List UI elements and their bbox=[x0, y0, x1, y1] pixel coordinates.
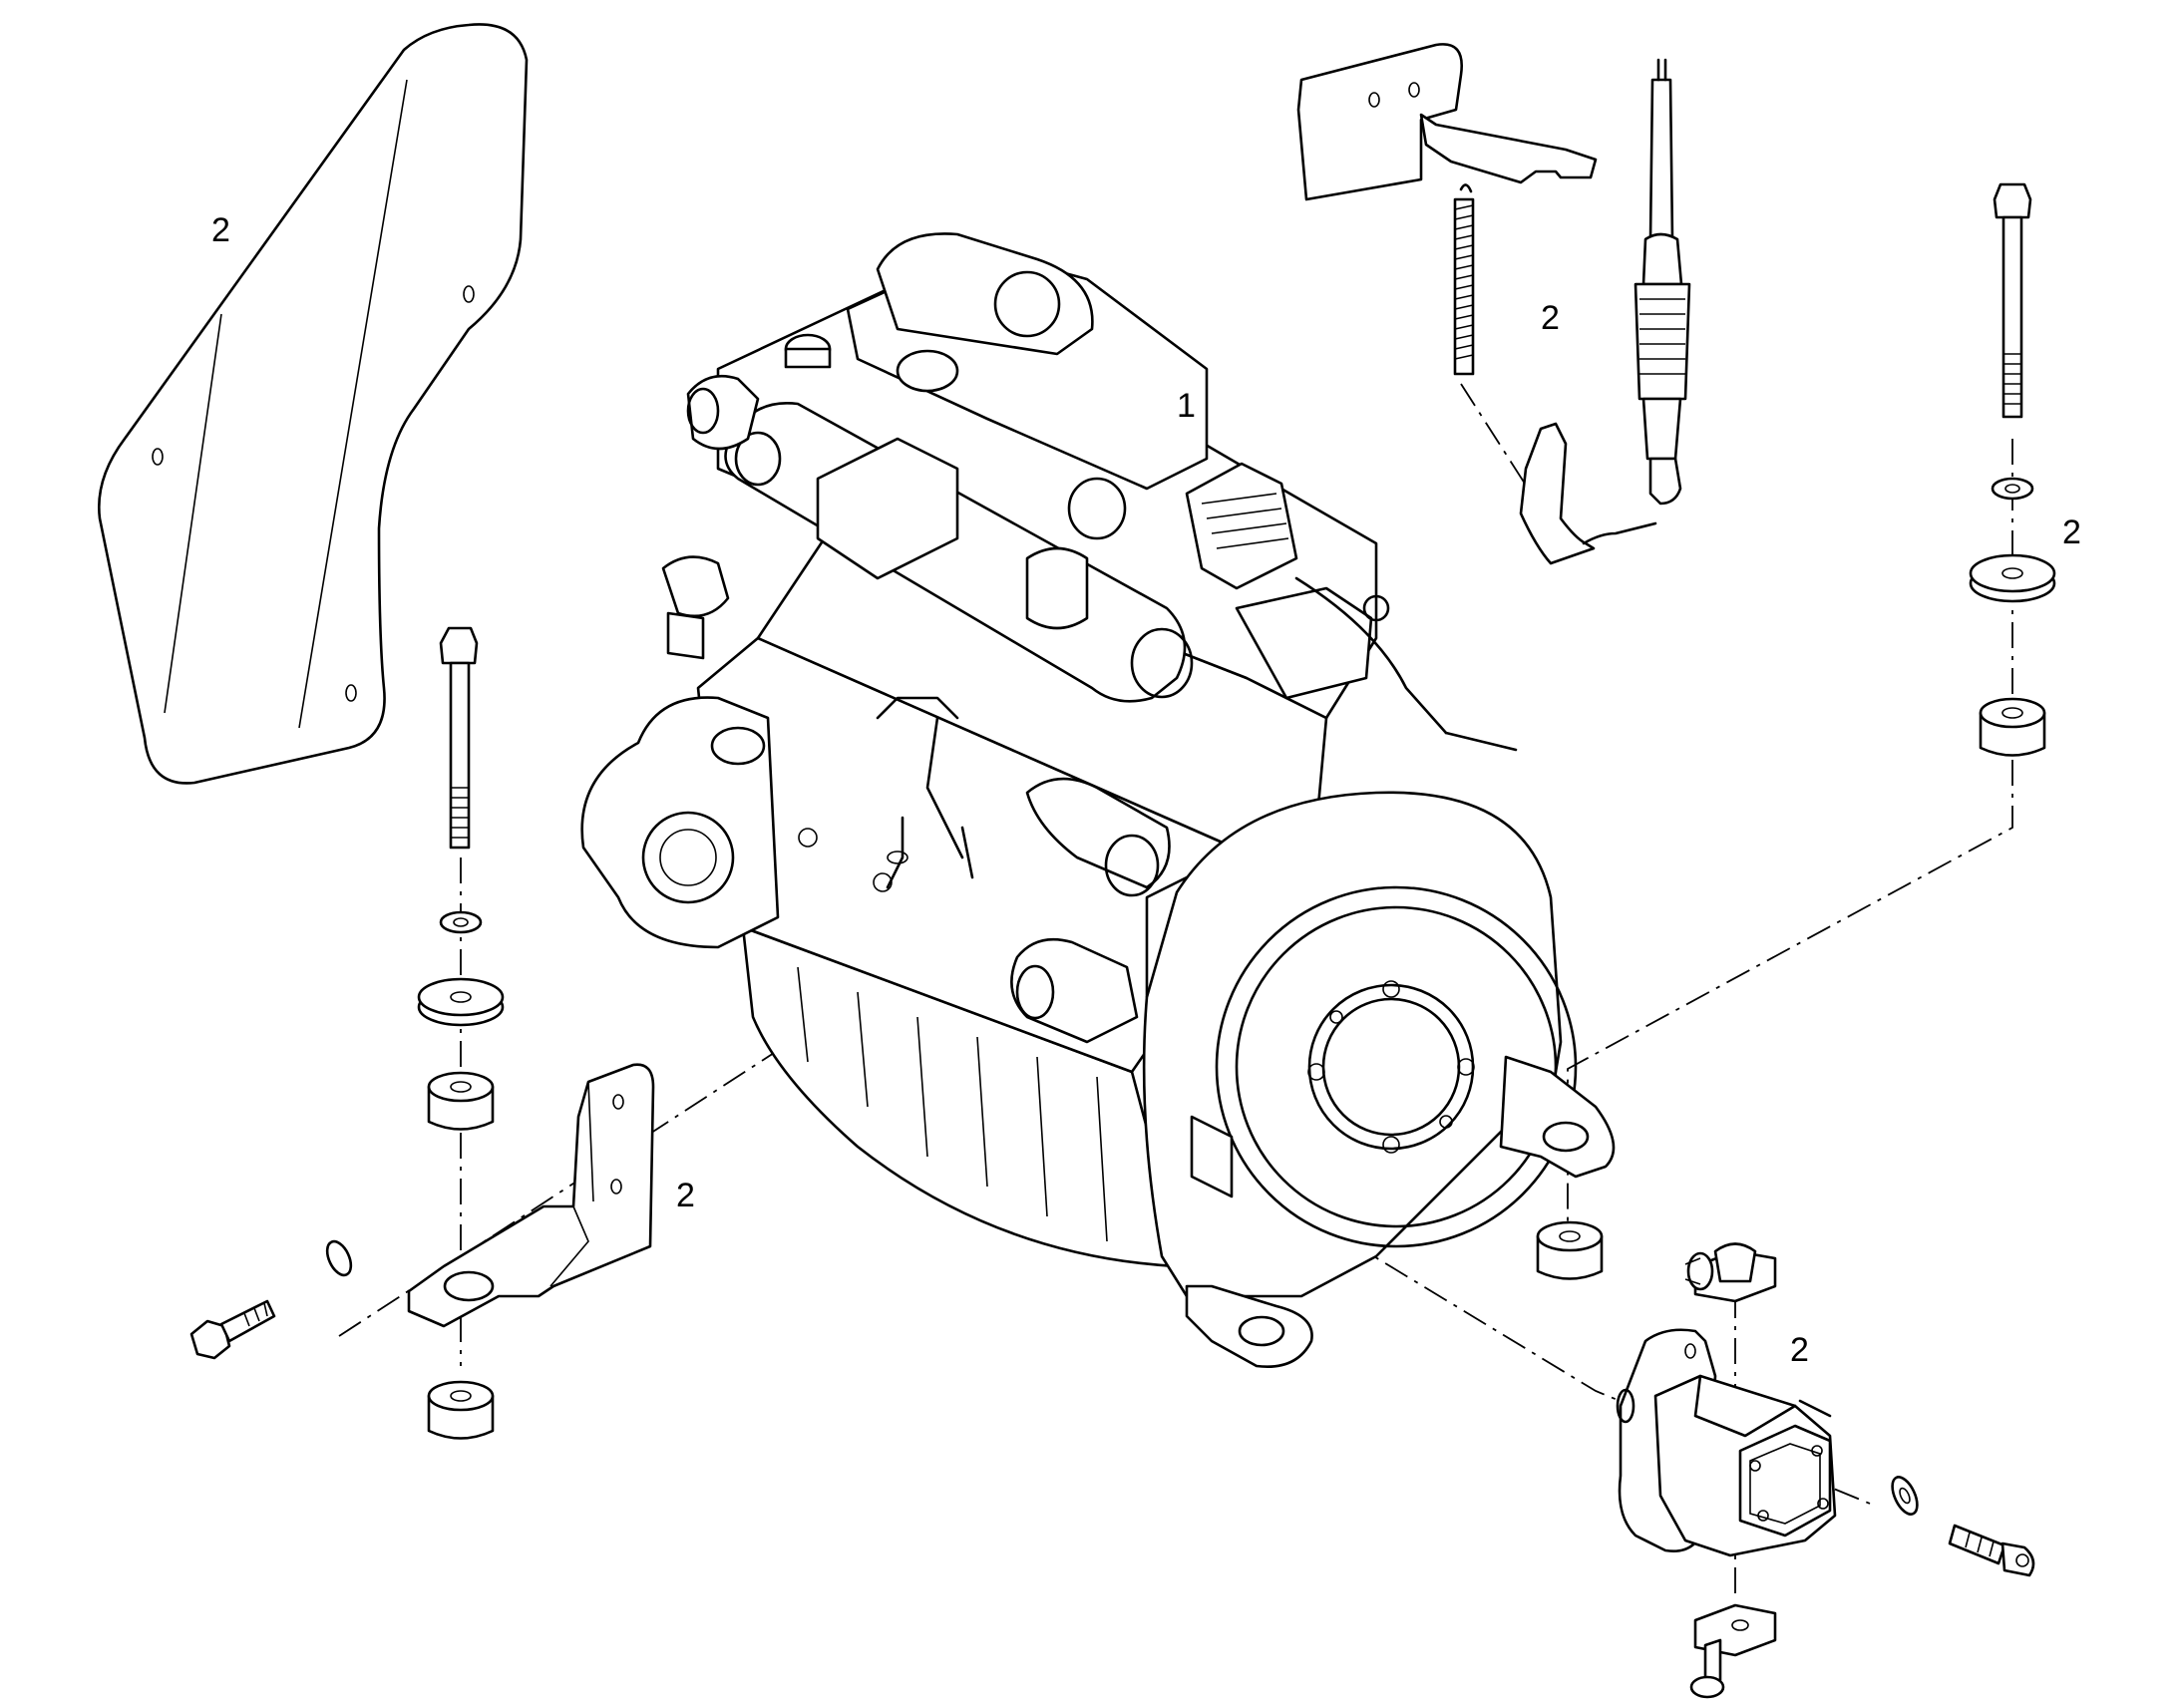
heat-shield bbox=[98, 23, 529, 785]
left-mount-assembly bbox=[189, 626, 655, 1440]
hydraulic-pump-assembly bbox=[1616, 1242, 2035, 1699]
callout-engine: 1 bbox=[1177, 387, 1196, 425]
callout-throttle-bracket: 2 bbox=[1541, 299, 1560, 337]
callout-labels: 1 2 2 2 2 2 bbox=[211, 211, 2081, 1369]
right-mount-assembly bbox=[1536, 182, 2056, 1280]
engine-block bbox=[580, 232, 1616, 1368]
callout-hydraulic-pump: 2 bbox=[1790, 1331, 1809, 1369]
callout-left-mount: 2 bbox=[676, 1177, 695, 1214]
throttle-bracket-assembly bbox=[1296, 43, 1691, 565]
callout-heat-shield: 2 bbox=[211, 211, 230, 249]
callout-right-mount: 2 bbox=[2062, 513, 2081, 551]
